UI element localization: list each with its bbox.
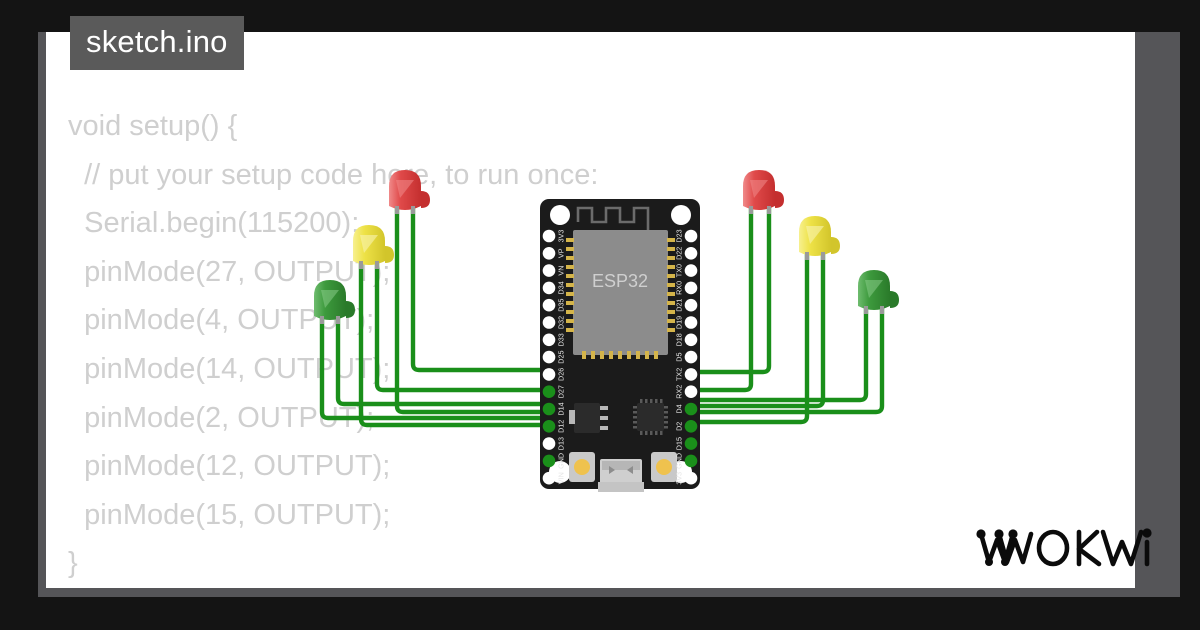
code-line-4: pinMode(27, OUTPUT);: [68, 255, 391, 288]
code-line-7: pinMode(2, OUTPUT);: [68, 401, 375, 434]
code-line-6: pinMode(14, OUTPUT);: [68, 352, 391, 385]
tab-sketch-ino[interactable]: sketch.ino: [70, 16, 244, 70]
code-line-10: }: [68, 547, 78, 580]
code-line-8: pinMode(12, OUTPUT);: [68, 450, 391, 483]
code-listing: void setup() { // put your setup code he…: [68, 102, 598, 588]
code-line-9: pinMode(15, OUTPUT);: [68, 498, 391, 531]
wokwi-logo: [976, 528, 1152, 567]
code-line-3: Serial.begin(115200);: [68, 207, 360, 240]
code-line-2: // put your setup code here, to run once…: [68, 158, 599, 191]
code-line-1: void setup() {: [68, 110, 238, 142]
code-line-5: pinMode(4, OUTPUT);: [68, 304, 375, 337]
